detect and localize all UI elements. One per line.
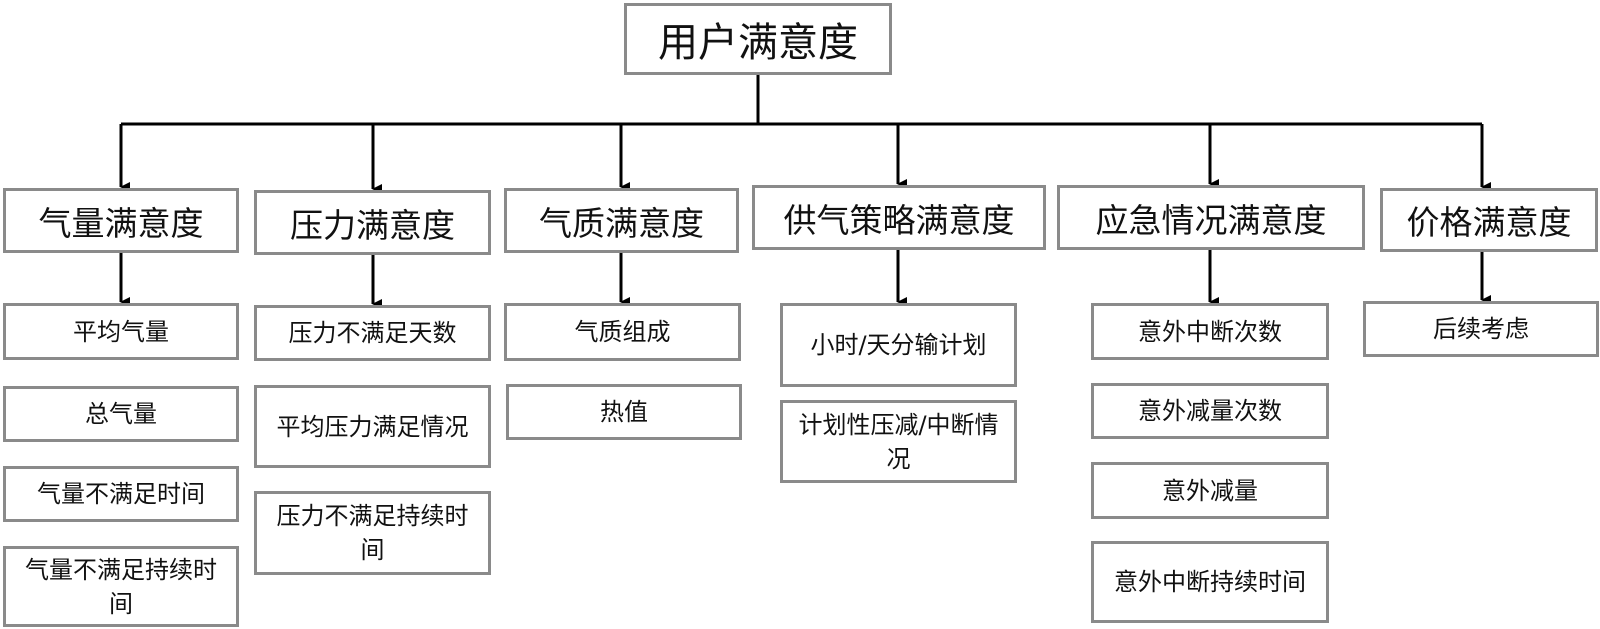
leaf-label: 总气量 [85, 400, 157, 428]
leaf-node: 压力不满足天数 [254, 305, 491, 361]
leaf-label: 小时/天分输计划 [810, 331, 987, 359]
category-label: 价格满意度 [1406, 203, 1572, 242]
leaf-label: 意外减量次数 [1138, 397, 1282, 425]
leaf-label: 压力不满足天数 [288, 319, 457, 347]
leaf-label: 意外中断次数 [1138, 317, 1282, 346]
leaf-node: 气量不满足持续时间 [3, 546, 239, 627]
leaf-node: 意外中断次数 [1091, 303, 1329, 360]
category-label: 应急情况满意度 [1095, 200, 1327, 240]
leaf-node: 总气量 [3, 386, 239, 442]
root-node-label: 用户满意度 [658, 20, 858, 66]
leaf-label: 意外中断持续时间 [1114, 568, 1306, 596]
category-node-pressure: 压力满意度 [254, 190, 491, 255]
leaf-node: 后续考虑 [1363, 301, 1599, 357]
leaf-node: 平均压力满足情况 [254, 385, 491, 468]
category-node-gas-quality: 气质满意度 [504, 188, 739, 253]
leaf-label: 意外减量 [1162, 476, 1258, 505]
leaf-node: 意外中断持续时间 [1091, 541, 1329, 623]
category-node-emergency: 应急情况满意度 [1057, 185, 1365, 250]
leaf-node: 气量不满足时间 [3, 466, 239, 522]
category-label: 气量满意度 [38, 203, 204, 243]
leaf-label: 计划性压减/中断情况 [798, 410, 999, 473]
category-label: 供气策略满意度 [783, 200, 1015, 240]
category-node-price: 价格满意度 [1380, 188, 1598, 252]
leaf-label: 气量不满足持续时间 [25, 555, 217, 618]
category-node-supply-strategy: 供气策略满意度 [752, 185, 1046, 250]
category-node-gas-volume: 气量满意度 [3, 188, 239, 253]
category-label: 气质满意度 [539, 203, 704, 243]
root-node: 用户满意度 [624, 3, 892, 75]
leaf-label: 平均压力满足情况 [276, 412, 469, 441]
leaf-label: 平均气量 [73, 317, 169, 346]
leaf-node: 平均气量 [3, 303, 239, 360]
category-label: 压力满意度 [290, 205, 455, 245]
leaf-label: 气量不满足时间 [37, 480, 205, 508]
leaf-node: 压力不满足持续时间 [254, 491, 491, 575]
leaf-node: 意外减量 [1091, 462, 1329, 519]
leaf-node: 小时/天分输计划 [780, 303, 1017, 387]
leaf-label: 热值 [600, 398, 648, 426]
leaf-node: 热值 [506, 384, 742, 440]
leaf-node: 计划性压减/中断情况 [780, 400, 1017, 483]
leaf-label: 后续考虑 [1433, 315, 1529, 343]
leaf-node: 意外减量次数 [1091, 383, 1329, 439]
leaf-node: 气质组成 [504, 303, 741, 361]
leaf-label: 气质组成 [574, 318, 671, 346]
leaf-label: 压力不满足持续时间 [276, 502, 469, 564]
